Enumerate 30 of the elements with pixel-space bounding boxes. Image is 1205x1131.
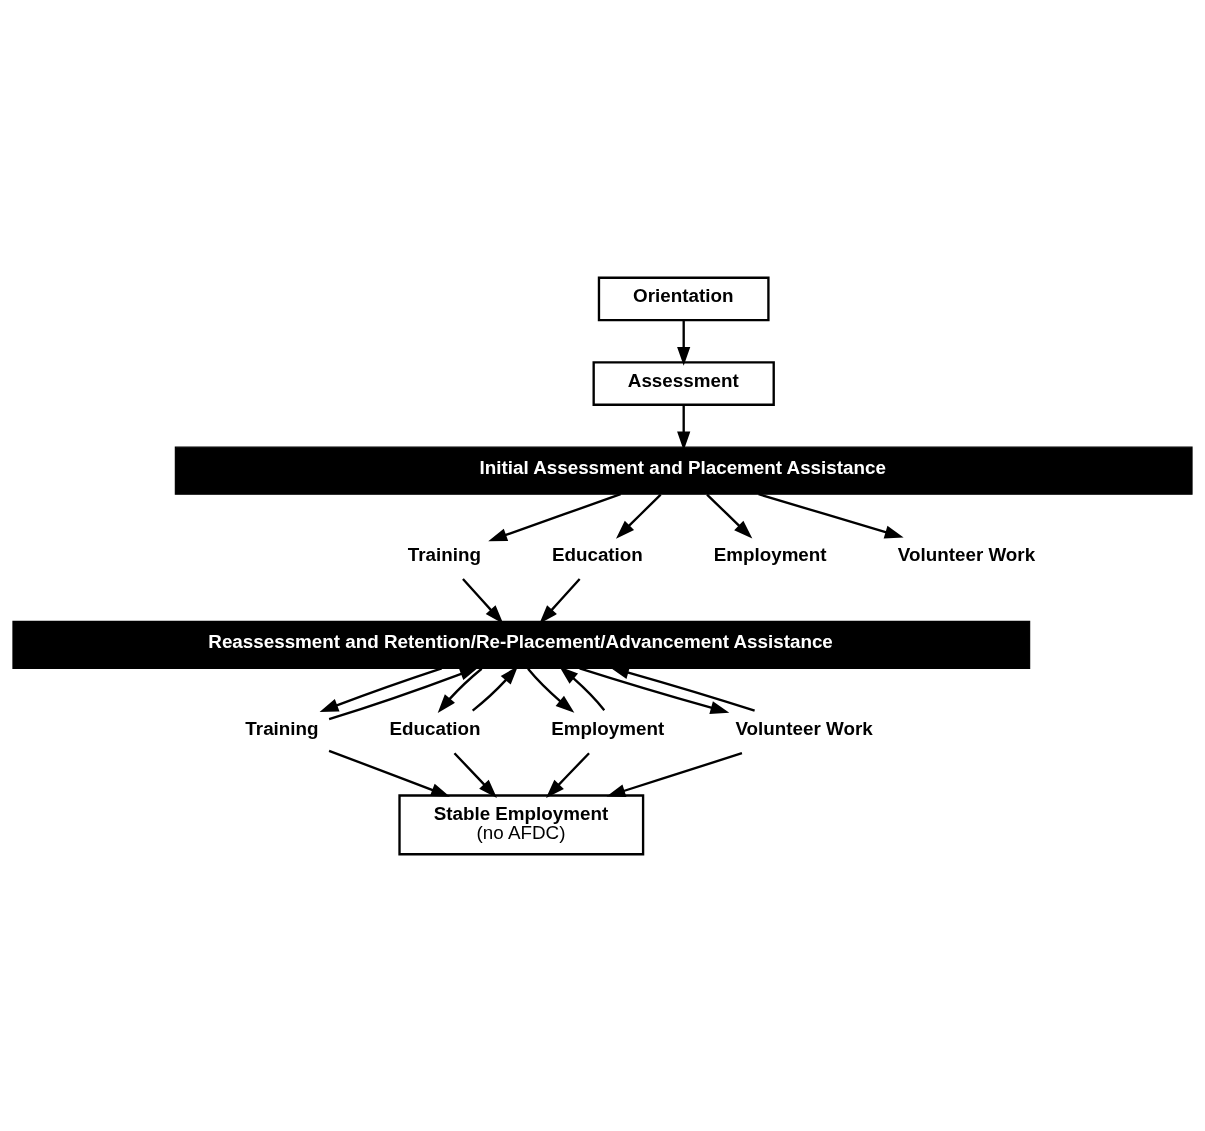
node-box: Assessment — [592, 360, 775, 406]
node-text: Volunteer Work — [897, 543, 1036, 565]
arrow — [606, 751, 743, 797]
arrow — [758, 492, 904, 538]
node-text: Education — [551, 543, 643, 565]
node-box: Initial Assessment and Placement Assistance — [174, 446, 1193, 495]
arrow — [328, 666, 479, 720]
node-box: Orientation — [597, 276, 770, 321]
node-text: Training — [245, 717, 319, 739]
arrow — [546, 751, 590, 798]
node-text: Volunteer Work — [735, 717, 873, 739]
arrow — [488, 492, 621, 541]
arrow — [462, 577, 504, 624]
arrow — [527, 667, 575, 713]
node-box: Stable Employment (no AFDC) — [398, 793, 645, 855]
node-text: Employment — [713, 543, 827, 565]
arrow — [453, 751, 497, 798]
arrow — [328, 749, 450, 797]
arrow — [706, 493, 753, 539]
arrow — [616, 493, 662, 539]
node-box: Reassessment and Retention/Re-Placement/Advancement Assistance — [12, 620, 1031, 669]
arrow — [677, 319, 691, 366]
arrow — [437, 667, 483, 713]
arrow — [579, 666, 730, 714]
arrow — [319, 666, 443, 712]
node-text: Training — [407, 543, 481, 565]
arrow — [677, 404, 691, 450]
arrow — [539, 577, 581, 624]
node-text: Employment — [551, 717, 665, 739]
node-text: Education — [389, 717, 481, 739]
